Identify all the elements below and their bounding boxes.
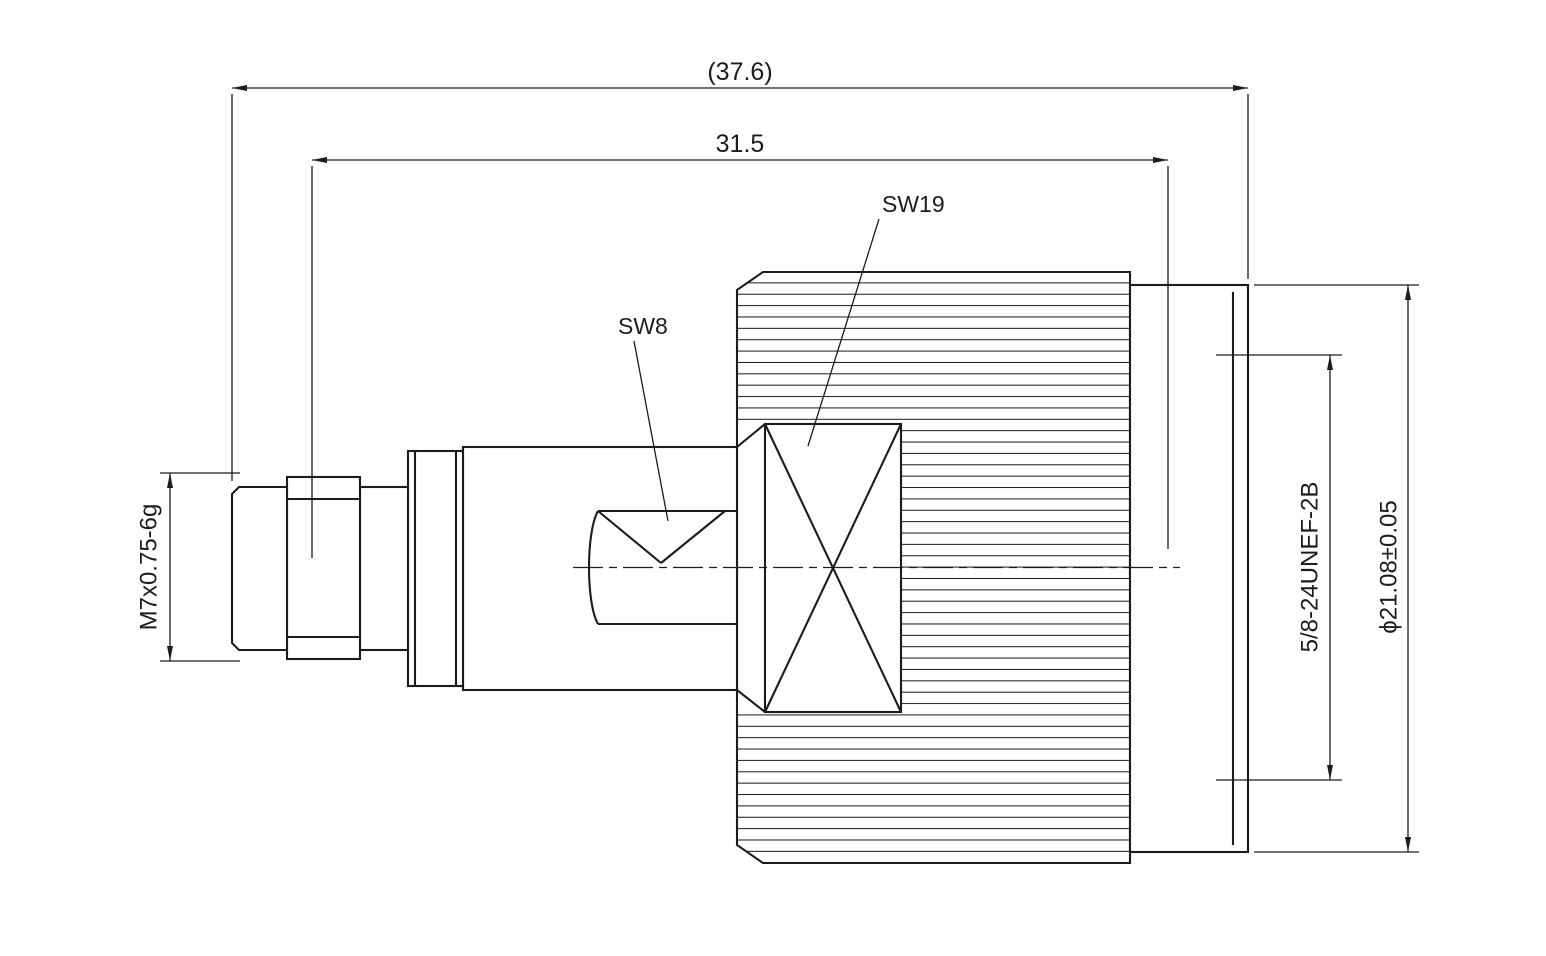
dim-coupling-thread-text: 5/8-24UNEF-2B xyxy=(1297,482,1324,653)
dim-outer-diameter-text: ϕ21.08±0.05 xyxy=(1376,500,1403,633)
label-sw8: SW8 xyxy=(618,313,668,339)
dim-outer-diameter: ϕ21.08±0.05 xyxy=(1254,284,1419,853)
flange-rings xyxy=(406,449,465,688)
leader-lines: SW19 SW8 xyxy=(618,191,945,522)
thread-stub xyxy=(230,485,289,652)
dim-body-length: 31.5 xyxy=(311,130,1169,558)
dim-overall-length-text: (37.6) xyxy=(707,58,772,86)
main-body xyxy=(461,445,739,692)
connector-body xyxy=(230,270,1250,865)
dim-left-thread: M7x0.75-6g xyxy=(136,472,240,662)
label-sw8-group: SW8 xyxy=(618,313,669,522)
dim-overall-length: (37.6) xyxy=(231,58,1249,481)
label-sw19-group: SW19 xyxy=(807,191,945,447)
dim-left-thread-text: M7x0.75-6g xyxy=(136,504,163,631)
neck xyxy=(358,485,410,652)
dimension-lines: (37.6) 31.5 M7x0.75-6g 5/8-24UNEF-2B xyxy=(136,58,1419,853)
label-sw19: SW19 xyxy=(882,191,945,217)
dim-body-length-text: 31.5 xyxy=(716,130,765,158)
front-shell xyxy=(1128,283,1250,854)
dim-coupling-thread: 5/8-24UNEF-2B xyxy=(1216,354,1342,781)
left-hex xyxy=(285,475,362,661)
